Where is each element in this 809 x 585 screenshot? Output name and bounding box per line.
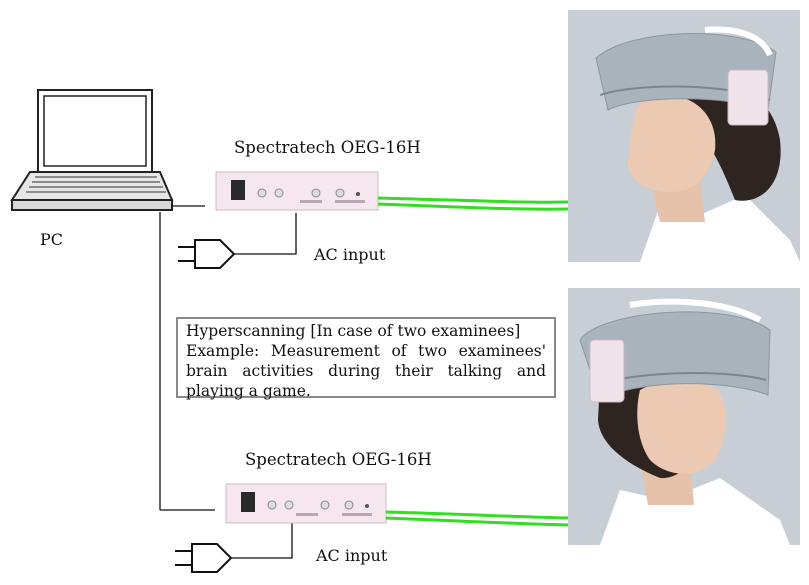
- examinee-photo: [568, 288, 800, 545]
- ac-plug-icon: [175, 543, 233, 573]
- oeg-device: [225, 483, 387, 524]
- device-title: Spectratech OEG-16H: [245, 450, 432, 469]
- laptop-icon: [10, 89, 174, 211]
- pc-label: PC: [40, 230, 64, 249]
- connection-lines: [159, 205, 297, 559]
- ac-input-label: AC input: [314, 245, 386, 264]
- hyperscanning-note: Hyperscanning [In case of two examinees]…: [176, 317, 556, 400]
- ac-plug-icon: [178, 239, 236, 269]
- optical-cable: [385, 510, 569, 527]
- oeg-device: [215, 171, 379, 211]
- optical-cable: [377, 196, 569, 211]
- ac-input-label: AC input: [316, 546, 388, 565]
- device-title: Spectratech OEG-16H: [234, 138, 421, 157]
- note-body: Example: Measurement of two examinees' b…: [186, 342, 546, 400]
- note-heading: Hyperscanning [In case of two examinees]: [186, 322, 521, 340]
- examinee-photo: [568, 10, 800, 262]
